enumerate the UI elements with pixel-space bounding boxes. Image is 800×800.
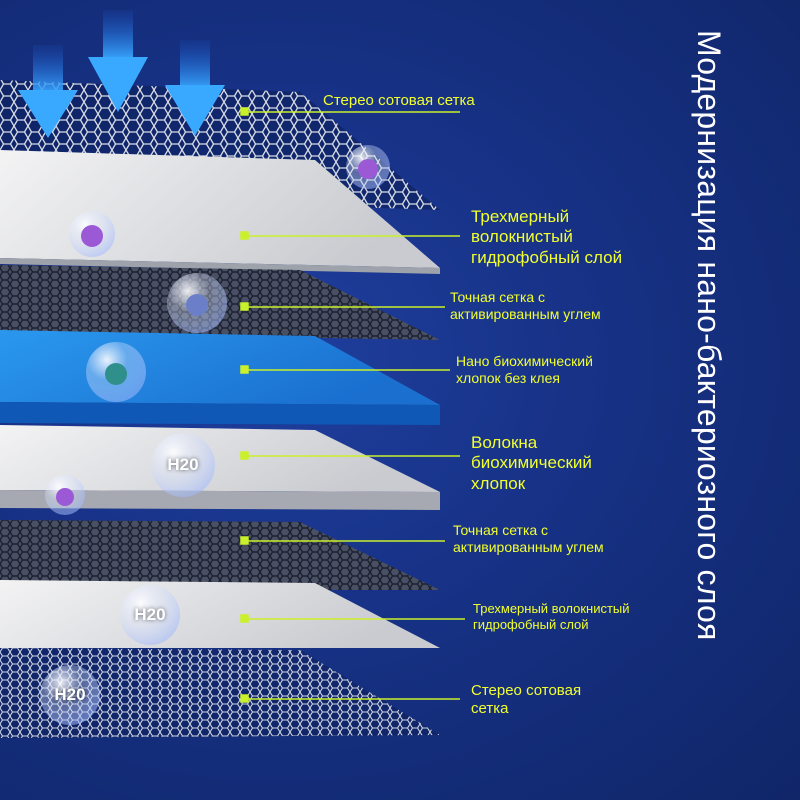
leader-dot-icon — [241, 232, 248, 239]
layer-label-fiber-hydrophobic-2: Трехмерный волокнистый гидрофобный слой — [473, 601, 630, 632]
leader-dot-icon — [241, 303, 248, 310]
layer-label-carbon-mesh: Точная сетка с активированным углем — [450, 289, 601, 323]
layer-label-carbon-mesh-2: Точная сетка с активированным углем — [453, 522, 604, 556]
layer-label-fiber-cotton: Волокна биохимический хлопок — [471, 433, 592, 494]
layer-nano-cotton — [0, 330, 440, 425]
leader-dot-icon — [241, 108, 248, 115]
layer-label-fiber-hydrophobic: Трехмерный волокнистый гидрофобный слой — [471, 207, 622, 268]
virus-bubble-icon — [45, 475, 85, 515]
layer-label-honeycomb-top: Стерео сотовая сетка — [323, 92, 475, 110]
water-bubble-label: H20 — [118, 605, 182, 625]
page-title: Модернизация нано-бактериозного слоя — [685, 30, 733, 770]
layer-label-nano-cotton: Нано биохимический хлопок без клея — [456, 353, 593, 387]
virus-bubble-icon — [86, 342, 146, 402]
leader-dot-icon — [241, 615, 248, 622]
virus-bubble-icon — [69, 211, 115, 257]
layer-fiber-hydrophobic-2 — [0, 580, 440, 648]
virus-bubble-icon — [346, 145, 390, 189]
leader-dot-icon — [241, 537, 248, 544]
leader-dot-icon — [241, 695, 248, 702]
leader-dot-icon — [241, 366, 248, 373]
leader-dot-icon — [241, 452, 248, 459]
layer-label-honeycomb-bottom: Стерео сотовая сетка — [471, 682, 581, 718]
water-bubble-label: H20 — [38, 685, 102, 705]
water-bubble-label: H20 — [151, 455, 215, 475]
virus-bubble-icon — [167, 273, 227, 333]
layer-carbon-mesh-2 — [0, 520, 440, 590]
